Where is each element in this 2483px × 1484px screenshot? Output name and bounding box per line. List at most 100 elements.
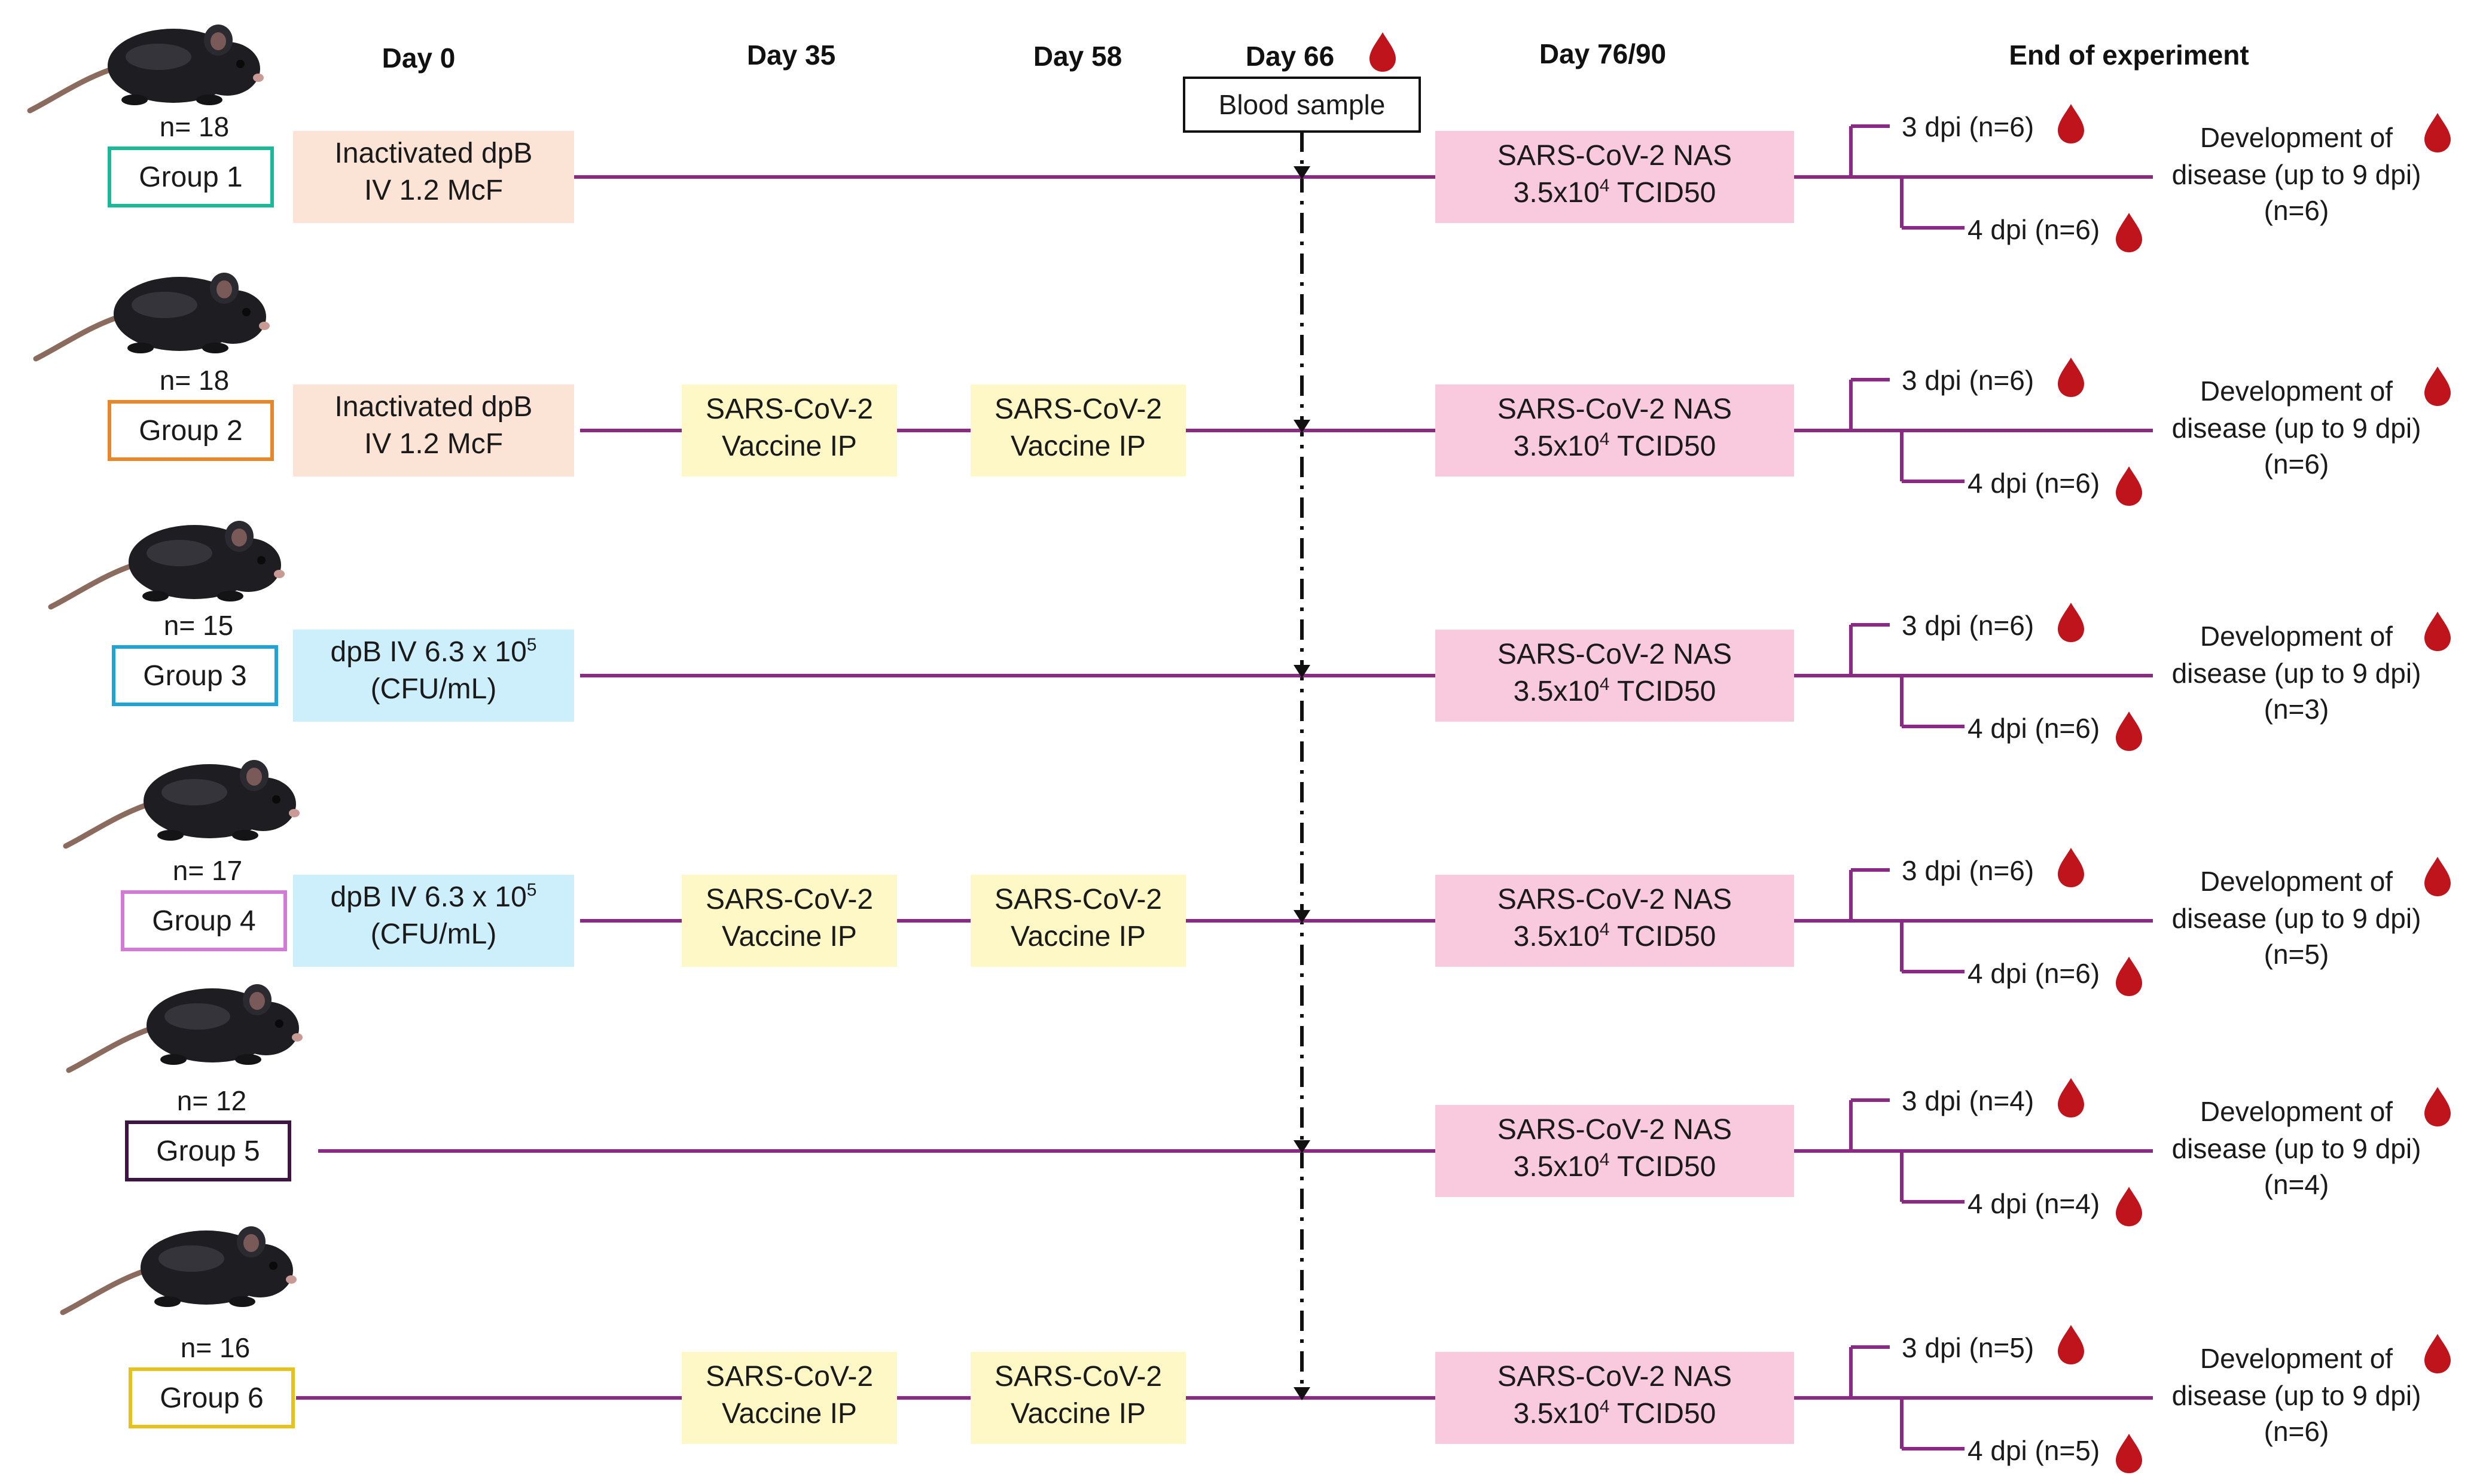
- challenge-line2: 3.5x104 TCID50: [1514, 176, 1716, 209]
- challenge-line2: 3.5x104 TCID50: [1514, 429, 1716, 462]
- vaccine-box-day35: [682, 1352, 897, 1444]
- challenge-box: [1435, 384, 1794, 477]
- group-n-label: n= 18: [160, 111, 229, 142]
- dpi3-label: 3 dpi (n=6): [1902, 365, 2034, 396]
- day0-treatment-line1: dpB IV 6.3 x 105: [331, 635, 537, 668]
- group-label: Group 3: [143, 660, 246, 692]
- group-n-label: n= 15: [164, 610, 233, 641]
- dpi4-label: 4 dpi (n=6): [1968, 713, 2100, 744]
- vaccine-box-day58: [971, 384, 1186, 477]
- group-label: Group 1: [139, 161, 242, 193]
- vaccine-day58-line1: SARS-CoV-2: [995, 393, 1162, 425]
- blood-drop-icon: [2424, 1334, 2451, 1373]
- blood-sample-arrowhead: [1294, 166, 1310, 179]
- vaccine-day35-line1: SARS-CoV-2: [706, 1361, 873, 1393]
- vaccine-box-day35: [682, 384, 897, 477]
- blood-drop-icon: [2116, 213, 2142, 252]
- mouse-icon: [51, 521, 285, 607]
- dpi4-label: 4 dpi (n=6): [1968, 214, 2100, 245]
- challenge-line2: 3.5x104 TCID50: [1514, 674, 1716, 707]
- blood-drop-icon: [2058, 358, 2084, 397]
- group-label: Group 6: [160, 1382, 263, 1414]
- blood-drop-icon: [2424, 857, 2451, 896]
- challenge-line1: SARS-CoV-2 NAS: [1497, 884, 1732, 915]
- day0-treatment-line2: (CFU/mL): [371, 673, 497, 705]
- outcome-line2: disease (up to 9 dpi): [2172, 1380, 2421, 1411]
- header-day0: Day 0: [382, 42, 456, 74]
- outcome-n: (n=6): [2264, 195, 2329, 226]
- group-box: [108, 400, 274, 461]
- outcome-line2: disease (up to 9 dpi): [2172, 1133, 2421, 1164]
- blood-drop-icon: [2424, 612, 2451, 651]
- outcome-line1: Development of: [2200, 375, 2393, 407]
- dpi3-label: 3 dpi (n=4): [1902, 1085, 2034, 1116]
- blood-drop-icon: [2058, 603, 2084, 642]
- outcome-n: (n=6): [2264, 448, 2329, 480]
- group-n-label: n= 16: [181, 1332, 250, 1363]
- blood-drop-icon: [2424, 367, 2451, 406]
- group-box: [121, 890, 287, 951]
- outcome-n: (n=4): [2264, 1169, 2329, 1200]
- challenge-line2: 3.5x104 TCID50: [1514, 920, 1716, 952]
- day0-treatment-line1: Inactivated dpB: [335, 391, 533, 423]
- header-day35: Day 35: [747, 39, 835, 71]
- dpi4-label: 4 dpi (n=6): [1968, 468, 2100, 499]
- challenge-box: [1435, 1105, 1794, 1197]
- group-box: [112, 645, 278, 706]
- outcome-n: (n=6): [2264, 1416, 2329, 1447]
- vaccine-day35-line1: SARS-CoV-2: [706, 393, 873, 425]
- blood-drop-icon: [2058, 1078, 2084, 1117]
- challenge-line1: SARS-CoV-2 NAS: [1497, 639, 1732, 670]
- mouse-icon: [69, 984, 303, 1070]
- vaccine-day35-line2: Vaccine IP: [722, 430, 857, 462]
- outcome-n: (n=3): [2264, 694, 2329, 725]
- mouse-icon: [66, 760, 300, 846]
- challenge-line2: 3.5x104 TCID50: [1514, 1397, 1716, 1430]
- day0-treatment-line1: Inactivated dpB: [335, 138, 533, 169]
- blood-sample-arrowhead: [1294, 910, 1310, 923]
- group-n-label: n= 17: [173, 855, 242, 886]
- blood-drop-icon: [2058, 848, 2084, 887]
- dpi4-label: 4 dpi (n=5): [1968, 1435, 2100, 1466]
- header-day58: Day 58: [1033, 41, 1122, 72]
- group-n-label: n= 12: [177, 1085, 246, 1116]
- challenge-line1: SARS-CoV-2 NAS: [1497, 140, 1732, 172]
- outcome-line1: Development of: [2200, 866, 2393, 897]
- vaccine-box-day58: [971, 875, 1186, 967]
- outcome-line1: Development of: [2200, 1096, 2393, 1127]
- day0-treatment-box: [293, 630, 574, 722]
- outcome-line2: disease (up to 9 dpi): [2172, 413, 2421, 444]
- challenge-box: [1435, 875, 1794, 967]
- header-day66: Day 66: [1246, 41, 1334, 72]
- blood-sample-arrowhead: [1294, 420, 1310, 433]
- challenge-line1: SARS-CoV-2 NAS: [1497, 1361, 1732, 1393]
- outcome-line2: disease (up to 9 dpi): [2172, 903, 2421, 934]
- day0-treatment-box: [293, 875, 574, 967]
- dpi3-label: 3 dpi (n=5): [1902, 1332, 2034, 1363]
- group-label: Group 4: [152, 905, 255, 937]
- dpi4-label: 4 dpi (n=4): [1968, 1188, 2100, 1219]
- challenge-line1: SARS-CoV-2 NAS: [1497, 393, 1732, 425]
- blood-sample-arrowhead: [1294, 665, 1310, 678]
- day0-treatment-line2: IV 1.2 McF: [364, 428, 503, 460]
- blood-drop-icon: [2424, 1087, 2451, 1126]
- outcome-line2: disease (up to 9 dpi): [2172, 658, 2421, 689]
- blood-drop-icon: [2116, 957, 2142, 996]
- vaccine-day35-line1: SARS-CoV-2: [706, 884, 873, 915]
- group-box: [125, 1120, 291, 1181]
- outcome-line1: Development of: [2200, 621, 2393, 652]
- group-box: [129, 1367, 295, 1428]
- blood-drop-icon: [2116, 466, 2142, 506]
- day0-treatment-box: [293, 384, 574, 477]
- challenge-box: [1435, 630, 1794, 722]
- blood-sample-arrowhead: [1294, 1140, 1310, 1153]
- outcome-line1: Development of: [2200, 1343, 2393, 1374]
- dpi4-label: 4 dpi (n=6): [1968, 958, 2100, 989]
- blood-drop-icon: [2058, 104, 2084, 143]
- vaccine-day58-line1: SARS-CoV-2: [995, 1361, 1162, 1393]
- vaccine-box-day58: [971, 1352, 1186, 1444]
- blood-sample-label: Blood sample: [1219, 89, 1386, 120]
- outcome-line2: disease (up to 9 dpi): [2172, 159, 2421, 190]
- dpi3-label: 3 dpi (n=6): [1902, 610, 2034, 641]
